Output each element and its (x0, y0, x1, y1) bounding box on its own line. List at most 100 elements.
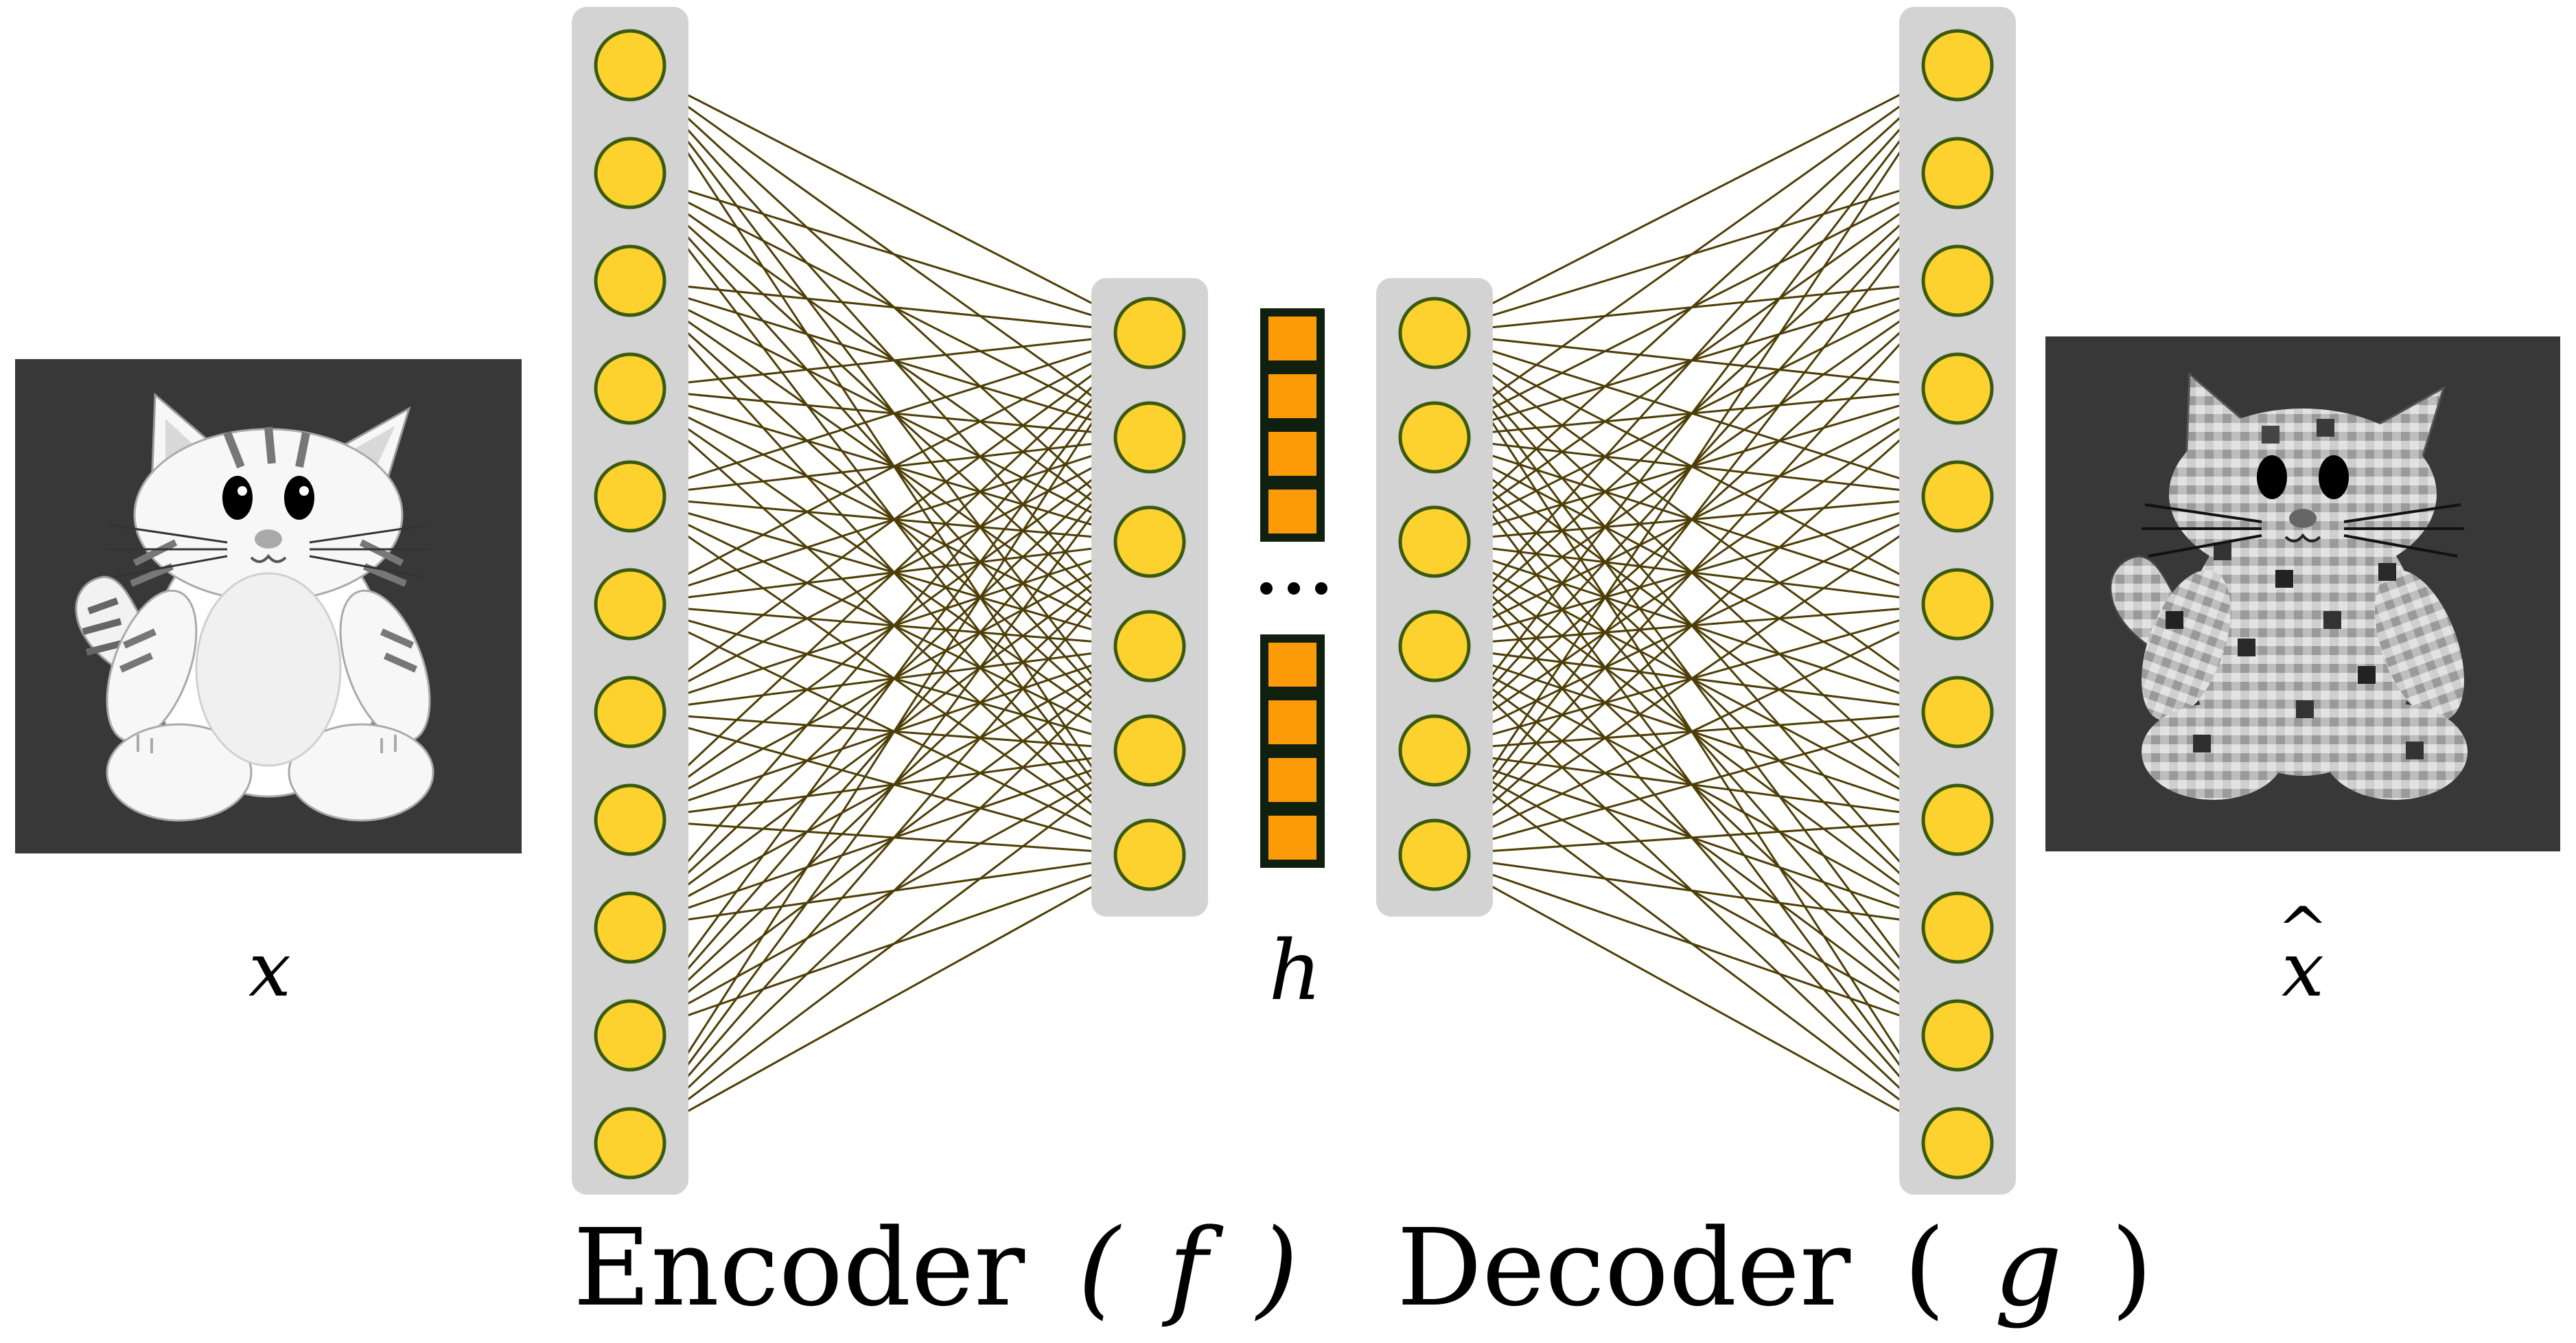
input-neuron (594, 137, 666, 209)
input-neuron (594, 891, 666, 964)
connection-line (1434, 332, 1958, 390)
connection-line (1434, 603, 1958, 647)
input-neuron (594, 568, 666, 641)
code-unit (1260, 634, 1325, 695)
connection-line (1433, 65, 1959, 856)
connection-line (1434, 540, 1958, 713)
decoder-hidden-neuron (1398, 714, 1471, 787)
input-image (15, 359, 522, 853)
connection-line (629, 279, 1151, 752)
output-neuron (1921, 244, 1994, 317)
connection-line (1434, 540, 1958, 606)
encoder-label: Encoder ( f ) (573, 1206, 1298, 1330)
connection-line (1434, 387, 1958, 439)
input-neuron (594, 460, 666, 533)
connection-line (629, 332, 1151, 928)
connection-line (1433, 540, 1959, 1037)
connection-line (629, 279, 1150, 543)
encoder-hidden-neuron (1113, 505, 1186, 578)
input-neuron (594, 1107, 666, 1180)
connection-line (1434, 436, 1958, 821)
connection-line (1434, 749, 1958, 929)
connection-line (1434, 853, 1958, 1145)
connection-line (629, 436, 1150, 606)
connection-line (1433, 332, 1959, 928)
connection-line (629, 332, 1151, 1144)
decoder-paren-close: ) (2111, 1206, 2153, 1330)
input-neuron (594, 676, 666, 748)
output-neuron (1921, 29, 1994, 102)
input-neuron (594, 244, 666, 317)
connection-line (629, 172, 1150, 543)
connection-line (629, 645, 1150, 1037)
encoder-hidden-neuron (1113, 610, 1186, 682)
decoder-var: g (1994, 1206, 2062, 1330)
connection-line (1434, 853, 1958, 929)
connection-line (1434, 387, 1958, 543)
connection-line (1434, 387, 1958, 856)
code-unit (1260, 481, 1325, 542)
connection-line (1434, 64, 1958, 334)
output-neuron (1921, 460, 1994, 533)
connection-line (1433, 172, 1959, 647)
connection-line (629, 749, 1150, 929)
connection-line (629, 172, 1151, 647)
connection-line (629, 65, 1151, 751)
decoder-hidden-neuron (1398, 505, 1471, 578)
connection-line (629, 436, 1150, 821)
connection-line (1433, 172, 1959, 856)
connection-line (1434, 818, 1958, 856)
connection-line (1434, 332, 1958, 713)
connections (629, 64, 1959, 1145)
connection-line (629, 495, 1150, 752)
connection-line (1433, 279, 1959, 752)
connection-line (1434, 853, 1958, 1037)
code-vector (1260, 308, 1325, 868)
connection-line (1434, 603, 1958, 752)
connection-line (629, 172, 1150, 334)
connection-line (1434, 603, 1958, 856)
connection-line (629, 749, 1150, 1037)
connection-line (629, 332, 1151, 1036)
connection-line (629, 64, 1150, 439)
connection-line (629, 436, 1150, 498)
connection-line (629, 603, 1150, 647)
code-unit (1260, 424, 1325, 484)
connection-line (629, 495, 1150, 543)
connection-line (1433, 64, 1959, 647)
code-unit (1260, 692, 1325, 753)
decoder-hidden-neuron (1398, 401, 1471, 474)
encoder-hidden-neuron (1113, 818, 1186, 891)
connection-line (629, 279, 1150, 334)
encoder-label-text: Encoder (573, 1206, 1025, 1330)
connection-line (629, 540, 1150, 713)
output-image (2045, 336, 2560, 851)
connection-line (629, 64, 1150, 334)
decoder-hidden-neuron (1398, 610, 1471, 682)
connection-line (629, 853, 1150, 1145)
connection-line (629, 387, 1150, 752)
connection-line (629, 436, 1150, 713)
connection-line (1433, 332, 1959, 1036)
connection-line (1434, 645, 1958, 713)
connection-line (629, 64, 1151, 543)
connection-line (1434, 332, 1958, 606)
connection-line (1434, 711, 1958, 856)
connection-line (1434, 279, 1958, 543)
input-label: x (248, 926, 291, 1013)
connection-line (1434, 436, 1958, 713)
connection-line (629, 437, 1151, 1144)
connection-line (629, 603, 1150, 752)
code-unit (1260, 750, 1325, 810)
connection-line (629, 818, 1150, 856)
connection-line (629, 495, 1150, 856)
connection-line (1433, 279, 1959, 856)
encoder-paren-close: ) (1255, 1206, 1298, 1330)
connection-line (1434, 64, 1958, 439)
output-label-var: x (2282, 926, 2324, 1013)
output-neuron (1921, 1107, 1994, 1180)
connection-line (629, 279, 1150, 439)
connection-line (629, 64, 1151, 647)
code-label: h (1268, 923, 1321, 1019)
